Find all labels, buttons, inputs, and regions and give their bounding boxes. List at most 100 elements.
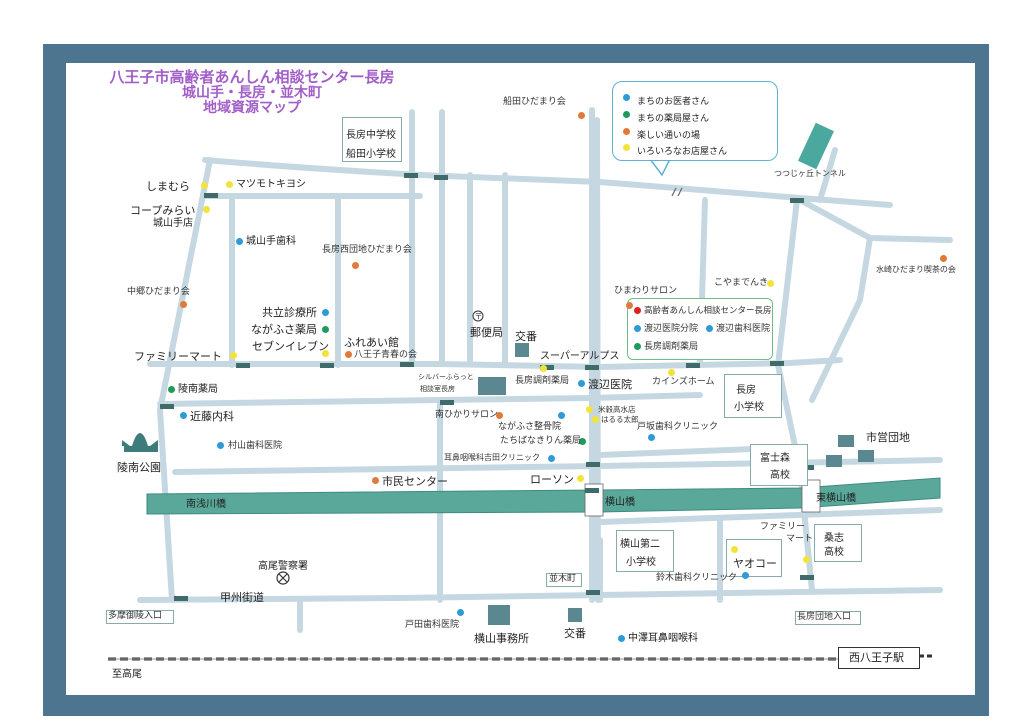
haruru-label: はるる太郎 — [601, 415, 639, 424]
mizuki-label: 水崎ひだまり喫茶の会 — [876, 265, 956, 274]
kyoritsu-label: 共立診療所 — [262, 306, 317, 319]
kondo-dot — [180, 412, 187, 419]
anshin-center-box: 高齢者あんしん相談センター長房 渡辺医院分院 渡辺歯科医院 長房調剤薬局 — [627, 298, 773, 360]
nishi-hachioji-label: 西八王子駅 — [849, 651, 904, 664]
to-takao-label: 至高尾 — [112, 669, 142, 680]
nagabusa-jhs-label: 長房中学校 — [346, 130, 396, 141]
watanabe-dental-label: 渡辺歯科医院 — [716, 324, 771, 334]
coop-dot — [203, 206, 210, 213]
koban1-label: 交番 — [515, 330, 537, 343]
legend-pharmacy-label: まちの薬局屋さん — [637, 114, 710, 124]
nagabusa-es-label-1: 長房 — [736, 385, 756, 396]
family-mart2-label-a: ファミリー — [760, 522, 806, 532]
nagafusa-pharmacy-dot — [322, 326, 329, 333]
yaoko-label: ヤオコー — [733, 557, 777, 570]
minami-hikari-label: 南ひかりサロン — [435, 410, 499, 420]
tama-goryo-box — [106, 610, 174, 624]
funada-gathering-dot — [578, 112, 585, 119]
shimin-label: 市民センター — [382, 475, 448, 488]
nagabusa-es-box — [724, 374, 782, 418]
koban2-label: 交番 — [564, 627, 586, 640]
hachioji-seishun-dot — [345, 351, 352, 358]
nagafusa-seikotsu-dot — [558, 412, 565, 419]
super-alps-dot — [540, 365, 547, 372]
yaoko-box — [726, 539, 782, 577]
fujimori-label-2: 高校 — [770, 470, 790, 481]
nagabusa-chozai-dot — [634, 343, 641, 350]
tachibana-dot — [579, 438, 586, 445]
shiroyamate-dental-dot — [236, 238, 243, 245]
legend-shops-label: いろいろなお店屋さん — [637, 147, 728, 157]
silver-label-2: 相談室長房 — [420, 385, 455, 393]
fureai-label: ふれあい館 — [344, 336, 399, 349]
post-label: 郵便局 — [470, 326, 503, 339]
yokoyama-office-label: 横山事務所 — [474, 632, 529, 645]
jibi-yoshida-label: 耳鼻咽喉科吉田クリニック — [444, 453, 540, 462]
lawson-label: ローソン — [530, 473, 574, 486]
title-line-1: 八王子市高齢者あんしん相談センター長房 — [109, 68, 395, 86]
suzuki-label: 鈴木歯科クリニック — [656, 573, 738, 583]
lawson-dot — [577, 475, 584, 482]
tama-goryo-label: 多摩御陵入口 — [108, 611, 163, 621]
matsumoto-label: マツモトキヨシ — [236, 179, 306, 190]
matsumoto-dot — [226, 181, 233, 188]
koyama-label: こやまでんき — [714, 278, 769, 288]
suzuki-dot — [742, 572, 749, 579]
shiei-label: 市営団地 — [866, 431, 910, 444]
map-legend: まちのお医者さん まちの薬局屋さん 楽しい通いの場 いろいろなお店屋さん — [612, 81, 778, 161]
namikicho-label: 並木町 — [549, 574, 577, 584]
watanabe-dot — [578, 380, 585, 387]
nagafusa-seikotsu-label: ながふさ整骨院 — [498, 422, 562, 432]
sowa-label-2: 高校 — [824, 547, 844, 558]
nagabusa-danchi-box — [795, 611, 861, 625]
shimin-dot — [372, 477, 379, 484]
watanabe-bunin-dot — [634, 325, 641, 332]
nagabusa-danchi-label: 長房団地入口 — [797, 612, 852, 622]
toda-label: 戸田歯科医院 — [405, 620, 460, 630]
yokoyama2-label-2: 小学校 — [626, 557, 656, 568]
legend-doctor-label: まちのお医者さん — [637, 97, 710, 107]
super-alps-label: スーパーアルプス — [540, 351, 620, 362]
svg-text:〒: 〒 — [475, 312, 483, 321]
yoneno-label: 米穀高水店 — [598, 405, 636, 414]
legend-shops-dot — [623, 144, 630, 151]
mizuki-dot — [940, 255, 947, 262]
ryonan-pharmacy-dot — [168, 386, 175, 393]
himawari-dot — [626, 302, 633, 309]
watanabe-dental-dot — [706, 325, 713, 332]
kains-label: カインズホーム — [652, 377, 715, 387]
title-line-3: 地域資源マップ — [203, 100, 301, 116]
family-mart2-dot — [803, 556, 810, 563]
haruru-dot — [592, 416, 599, 423]
legend-gathering-dot — [623, 128, 630, 135]
takao-police-label: 高尾警察署 — [258, 561, 308, 572]
ryonan-pharmacy-label: 陵南薬局 — [178, 384, 218, 395]
minami-asakawa-label: 南浅川橋 — [186, 499, 226, 510]
higashi-yokoyama-label: 東横山橋 — [816, 493, 856, 504]
nagabusa-chozai-label: 長房調剤薬局 — [644, 342, 699, 352]
nakago-gathering-label: 中郷ひだまり会 — [127, 287, 190, 297]
legend-pharmacy-dot — [623, 111, 630, 118]
center-label: 高齢者あんしん相談センター長房 — [644, 306, 772, 316]
minami-hikari-dot — [496, 412, 503, 419]
legend-doctor-dot — [623, 94, 630, 101]
family-mart1-label: ファミリーマート — [134, 350, 222, 363]
fujimori-label-1: 富士森 — [760, 453, 790, 464]
center-dot — [634, 307, 641, 314]
funada-es-label: 船田小学校 — [346, 149, 396, 160]
yokoyama2-es-box — [616, 530, 674, 572]
coop-label-2: 城山手店 — [153, 218, 193, 229]
hachioji-seishun-label: 八王子青春の会 — [354, 350, 418, 360]
nakazawa-label: 中澤耳鼻咽喉科 — [628, 633, 698, 644]
watanabe-label: 渡辺医院 — [588, 378, 632, 391]
kyoritsu-dot — [322, 309, 329, 316]
family-mart2-label-b: マート — [786, 534, 814, 544]
shimamura-dot — [201, 182, 208, 189]
yokoyama2-label-1: 横山第二 — [620, 539, 660, 550]
nagabusa-pharmacy-label: 長房調剤薬局 — [515, 376, 570, 386]
yokoyama-bridge-label: 横山橋 — [605, 497, 635, 508]
nishi-gathering-label: 長房西団地ひだまり会 — [322, 245, 412, 255]
fujimori-hs-box — [750, 444, 808, 486]
himawari-label: ひまわりサロン — [614, 286, 678, 296]
